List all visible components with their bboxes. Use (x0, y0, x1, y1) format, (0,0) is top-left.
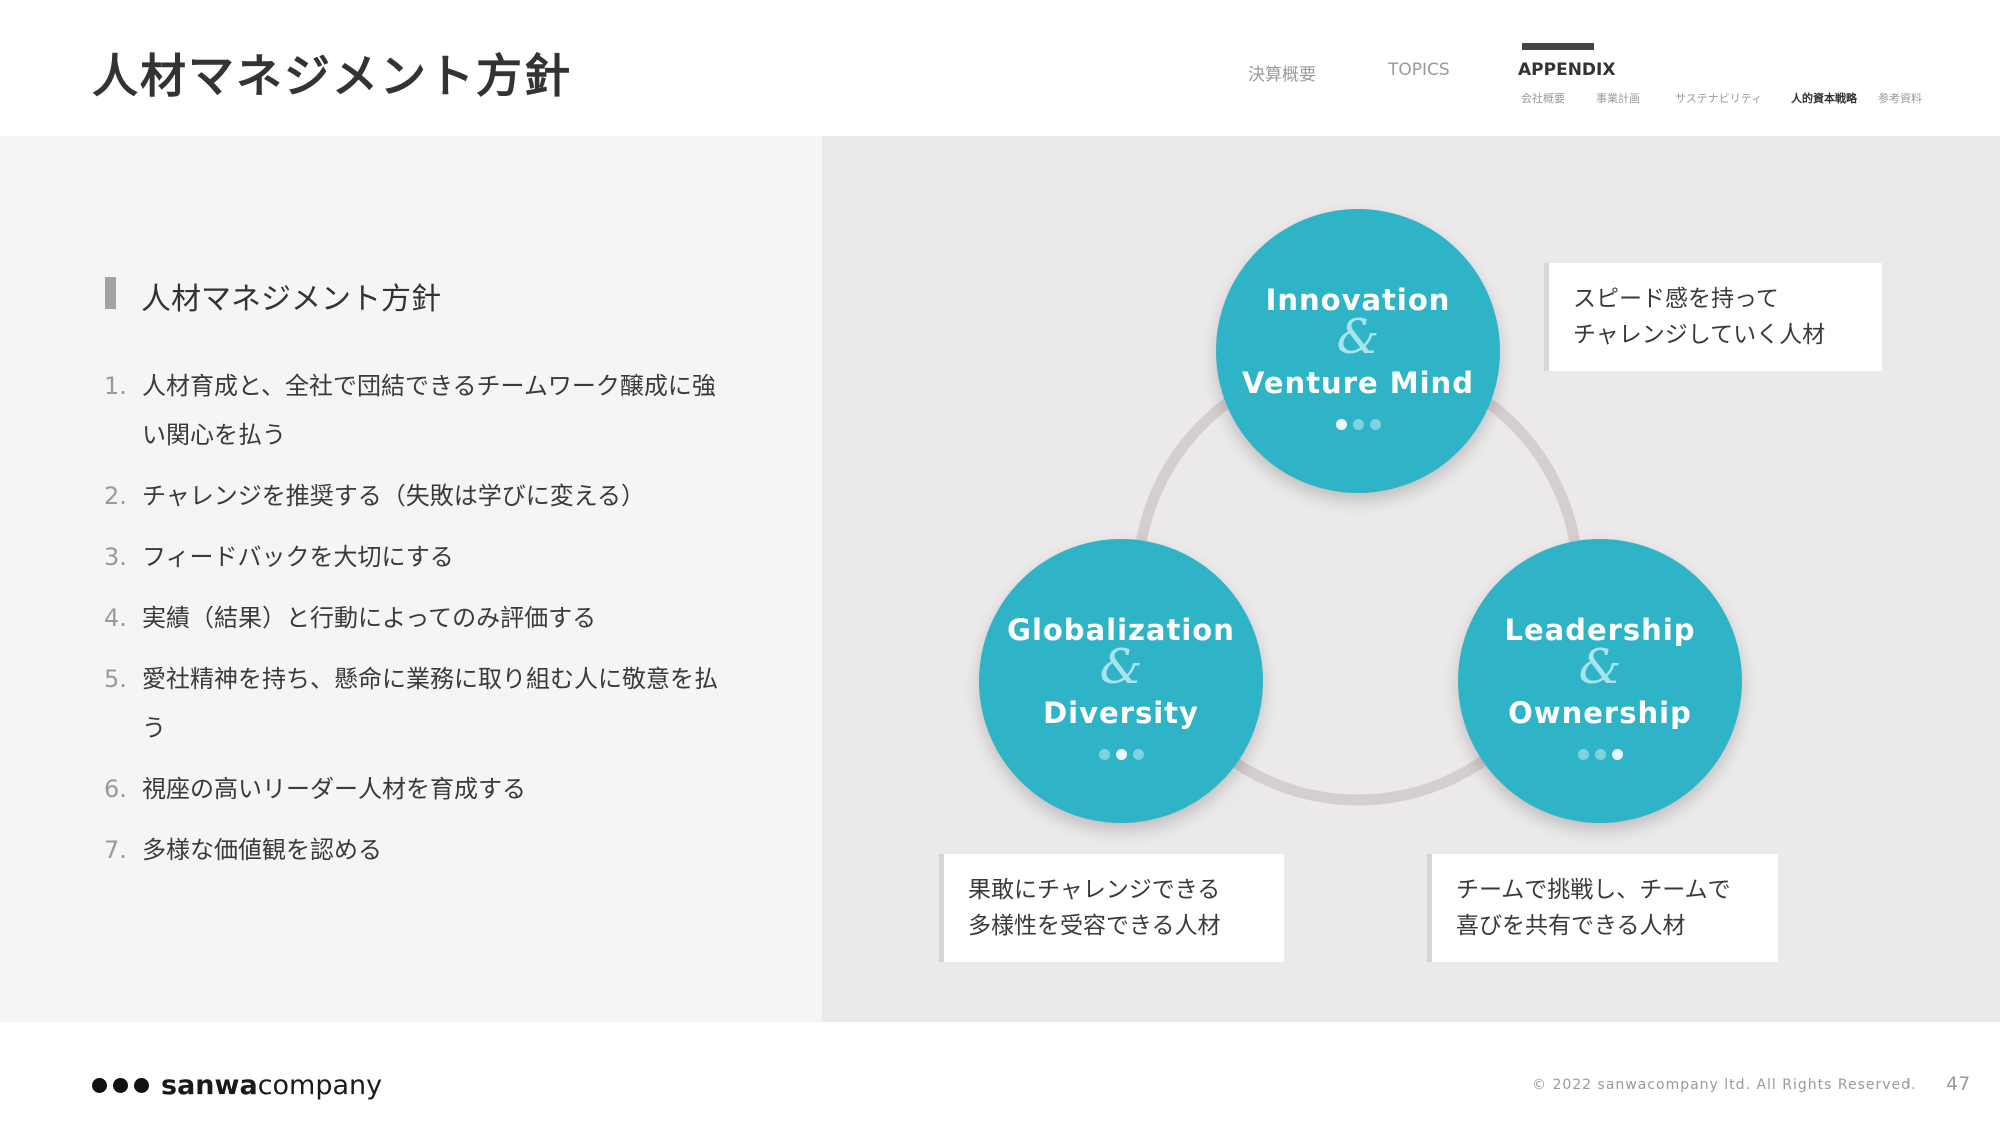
subnav-human-capital[interactable]: 人的資本戦略 (1791, 92, 1857, 105)
callout-line: 喜びを共有できる人材 (1456, 913, 1686, 939)
dot (1352, 419, 1364, 430)
ampersand: & (1336, 309, 1380, 365)
leadership-circle: Leadership & Ownership (1458, 539, 1742, 823)
list-item: 5. 愛社精神を持ち、懸命に業務に取り組む人に敬意を払う (104, 655, 724, 753)
left-panel (0, 136, 822, 1022)
logo-dot-icon (92, 1077, 107, 1093)
item-number: 2. (104, 482, 127, 510)
logo-text-bold: sanwa (161, 1069, 258, 1101)
callout-line: 多様性を受容できる人材 (968, 913, 1221, 939)
list-item: 4. 実績（結果）と行動によってのみ評価する (104, 594, 724, 643)
dot (1611, 749, 1623, 760)
dot (1335, 419, 1347, 430)
section-heading: 人材マネジメント方針 (141, 282, 441, 317)
page-title: 人材マネジメント方針 (92, 49, 572, 103)
subnav-reference[interactable]: 参考資料 (1878, 92, 1922, 105)
circle-subtitle: Venture Mind (1242, 366, 1474, 400)
item-number: 1. (104, 372, 127, 400)
nav-tab-topics[interactable]: TOPICS (1388, 60, 1450, 80)
indicator-dots (1458, 749, 1742, 760)
dot (1115, 749, 1127, 760)
callout-globalization: 果敢にチャレンジできる 多様性を受容できる人材 (939, 854, 1284, 962)
company-logo: sanwacompany (92, 1069, 382, 1101)
item-text: 実績（結果）と行動によってのみ評価する (142, 604, 597, 632)
nav-tab-appendix[interactable]: APPENDIX (1518, 60, 1616, 80)
item-number: 5. (104, 665, 127, 693)
logo-dot-icon (113, 1077, 128, 1093)
dot (1594, 749, 1606, 760)
item-text: チャレンジを推奨する（失敗は学びに変える） (142, 482, 646, 510)
subnav-business-plan[interactable]: 事業計画 (1596, 92, 1640, 105)
logo-text: sanwacompany (161, 1070, 382, 1101)
active-nav-indicator (1522, 43, 1594, 50)
item-text: 多様な価値観を認める (142, 836, 382, 864)
item-number: 7. (104, 836, 127, 864)
dot (1132, 749, 1144, 760)
item-text: 視座の高いリーダー人材を育成する (142, 775, 526, 803)
indicator-dots (979, 749, 1263, 760)
list-item: 1. 人材育成と、全社で団結できるチームワーク醸成に強い関心を払う (104, 362, 724, 460)
list-item: 7. 多様な価値観を認める (104, 826, 724, 875)
ampersand: & (1099, 639, 1143, 695)
indicator-dots (1216, 419, 1500, 430)
policy-list: 1. 人材育成と、全社で団結できるチームワーク醸成に強い関心を払う 2. チャレンジ… (104, 362, 724, 887)
section-marker (105, 277, 116, 309)
dot (1098, 749, 1110, 760)
footer-separator: I (1907, 1077, 1911, 1092)
item-number: 6. (104, 775, 127, 803)
callout-line: スピード感を持って (1573, 286, 1779, 312)
list-item: 6. 視座の高いリーダー人材を育成する (104, 765, 724, 814)
item-number: 4. (104, 604, 127, 632)
copyright: © 2022 sanwacompany ltd. All Rights Rese… (1532, 1077, 1917, 1093)
item-number: 3. (104, 543, 127, 571)
item-text: フィードバックを大切にする (142, 543, 454, 571)
item-text: 愛社精神を持ち、懸命に業務に取り組む人に敬意を払う (142, 665, 718, 742)
list-item: 2. チャレンジを推奨する（失敗は学びに変える） (104, 472, 724, 521)
item-text: 人材育成と、全社で団結できるチームワーク醸成に強い関心を払う (142, 372, 716, 449)
dot (1577, 749, 1589, 760)
innovation-circle: Innovation & Venture Mind (1216, 209, 1500, 493)
logo-dot-icon (134, 1077, 149, 1093)
callout-line: 果敢にチャレンジできる (968, 877, 1221, 903)
callout-innovation: スピード感を持って チャレンジしていく人材 (1544, 263, 1882, 371)
list-item: 3. フィードバックを大切にする (104, 533, 724, 582)
logo-text-light: company (257, 1069, 383, 1101)
callout-line: チームで挑戦し、チームで (1456, 877, 1731, 903)
nav-tab-kessan[interactable]: 決算概要 (1248, 65, 1316, 85)
circle-subtitle: Diversity (1043, 696, 1199, 730)
subnav-company[interactable]: 会社概要 (1521, 92, 1565, 105)
circle-title: Globalization (1007, 613, 1235, 647)
globalization-circle: Globalization & Diversity (979, 539, 1263, 823)
callout-line: チャレンジしていく人材 (1573, 322, 1826, 348)
circle-title: Innovation (1265, 283, 1451, 317)
dot (1369, 419, 1381, 430)
callout-leadership: チームで挑戦し、チームで 喜びを共有できる人材 (1427, 854, 1778, 962)
circle-title: Leadership (1504, 613, 1696, 647)
ampersand: & (1578, 639, 1622, 695)
page-number: 47 (1946, 1073, 1971, 1095)
circle-subtitle: Ownership (1508, 696, 1692, 730)
subnav-sustainability[interactable]: サステナビリティ (1675, 92, 1763, 105)
